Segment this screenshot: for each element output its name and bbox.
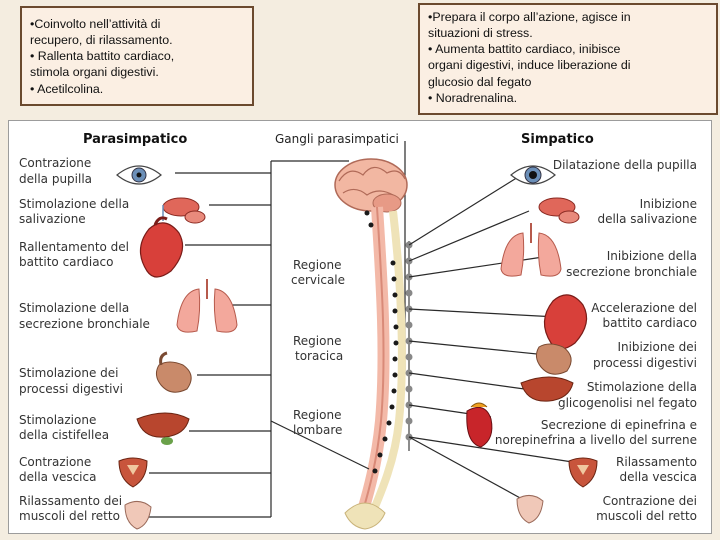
salivary-gland-icon [538,197,580,224]
eye-icon [116,165,162,185]
right-label-heart-1: Accelerazione del [591,301,697,315]
lungs-icon [176,279,238,333]
ganglion [405,321,413,329]
left-label-digestion-2: processi digestivi [19,382,123,396]
right-label-saliva-2: della salivazione [597,212,697,226]
right-label-bronchi-2: secrezione bronchiale [566,265,697,279]
note-left-line: stimola organi digestivi. [30,65,159,80]
note-right-line: glucosio dal fegato [428,74,532,89]
region-cervical-line2: cervicale [291,273,345,287]
right-label-adrenal-1: Secrezione di epinefrina e [541,418,697,432]
left-label-rectum-1: Rilassamento dei [19,494,122,508]
diagram-canvas: Parasimpatico Gangli parasimpatici Simpa… [19,132,697,530]
note-right-line: •Prepara il corpo all’azione, agisce in [428,10,631,24]
note-right-line: situazioni di stress. [428,26,533,41]
right-label-bladder-1: Rilassamento [616,455,697,469]
header-sympathetic: Simpatico [521,132,594,147]
ganglion [405,353,413,361]
parasympathetic-effects: Contrazione della pupilla Stimolazione d… [19,156,150,523]
heart-icon [139,216,184,278]
sympathetic-summary-box: •Prepara il corpo all’azione, agisce in … [418,3,718,115]
left-label-digestion-1: Stimolazione dei [19,366,119,380]
right-label-bladder-2: della vescica [620,470,697,484]
left-label-gallbladder-1: Stimolazione [19,413,96,427]
stomach-icon [535,343,572,375]
parasympathetic-summary-box: •Coinvolto nell’attività di recupero, di… [20,6,254,106]
right-label-digestion-1: Inibizione dei [617,340,697,354]
left-label-bronchi-1: Stimolazione della [19,301,129,315]
left-label-bronchi-2: secrezione bronchiale [19,317,150,331]
right-label-bronchi-1: Inibizione della [607,249,697,263]
sympathetic-effects: Dilatazione della pupilla Inibizione del… [495,158,697,523]
right-label-rectum-1: Contrazione dei [603,494,697,508]
header-parasympathetic-ganglia: Gangli parasimpatici [275,132,399,146]
note-right-line: organi digestivi, induce liberazione di [428,58,631,73]
lungs-icon [500,223,562,277]
left-label-saliva-2: salivazione [19,212,86,226]
right-label-pupil: Dilatazione della pupilla [553,158,697,172]
parasympathetic-connectors [149,160,370,518]
sympathetic-connectors [408,168,580,506]
rectum-icon [124,501,152,530]
bladder-icon [568,457,598,488]
left-label-gallbladder-2: della cistifellea [19,428,109,442]
right-label-rectum-2: muscoli del retto [596,509,697,523]
note-left-line: •Coinvolto nell’attività di [30,17,161,31]
ganglion [405,385,413,393]
left-label-pupil-2: della pupilla [19,172,92,186]
right-label-saliva-1: Inibizione [640,197,697,211]
autonomic-nervous-system-diagram: Parasimpatico Gangli parasimpatici Simpa… [8,120,712,534]
ganglion [405,289,413,297]
note-left-line: • Acetilcolina. [30,81,104,96]
adrenal-kidney-icon [466,402,493,448]
right-label-adrenal-2: norepinefrina a livello del surrene [495,433,697,447]
note-right-line: • Noradrenalina. [428,90,518,105]
spinal-cord-illustration [344,206,406,530]
eye-icon [510,165,556,185]
salivary-gland-icon [162,197,206,224]
liver-gallbladder-icon [136,412,190,445]
left-label-rectum-2: muscoli del retto [19,509,120,523]
right-label-heart-2: battito cardiaco [603,316,698,330]
region-lumbar-line2: lombare [293,423,342,437]
note-left-line: recupero, di rilassamento. [30,33,173,48]
left-label-bladder-2: della vescica [19,470,96,484]
right-label-liver-2: glicogenolisi nel fegato [558,396,697,410]
heart-icon [543,294,588,350]
brain-illustration [334,158,408,213]
region-thoracic-line2: toracica [295,349,343,363]
ganglion [405,417,413,425]
note-right-line: • Aumenta battito cardiaco, inibisce [428,42,621,57]
right-label-liver-1: Stimolazione della [587,380,697,394]
rectum-icon [516,495,544,524]
region-cervical-line1: Regione [293,258,341,272]
spinal-nerve-dots [364,210,399,474]
left-label-pupil-1: Contrazione [19,156,91,170]
left-label-heart-1: Rallentamento del [19,240,129,254]
left-label-saliva-1: Stimolazione della [19,197,129,211]
header-parasympathetic: Parasimpatico [83,132,187,147]
stomach-icon [155,351,192,393]
region-thoracic-line1: Regione [293,334,341,348]
left-label-bladder-1: Contrazione [19,455,91,469]
left-label-heart-2: battito cardiaco [19,255,114,269]
liver-icon [520,376,574,402]
note-left-line: • Rallenta battito cardiaco, [30,49,175,64]
region-lumbar-line1: Regione [293,408,341,422]
right-label-digestion-2: processi digestivi [593,356,697,370]
bladder-icon [118,457,148,488]
sympathetic-ganglia-chain [405,241,413,451]
